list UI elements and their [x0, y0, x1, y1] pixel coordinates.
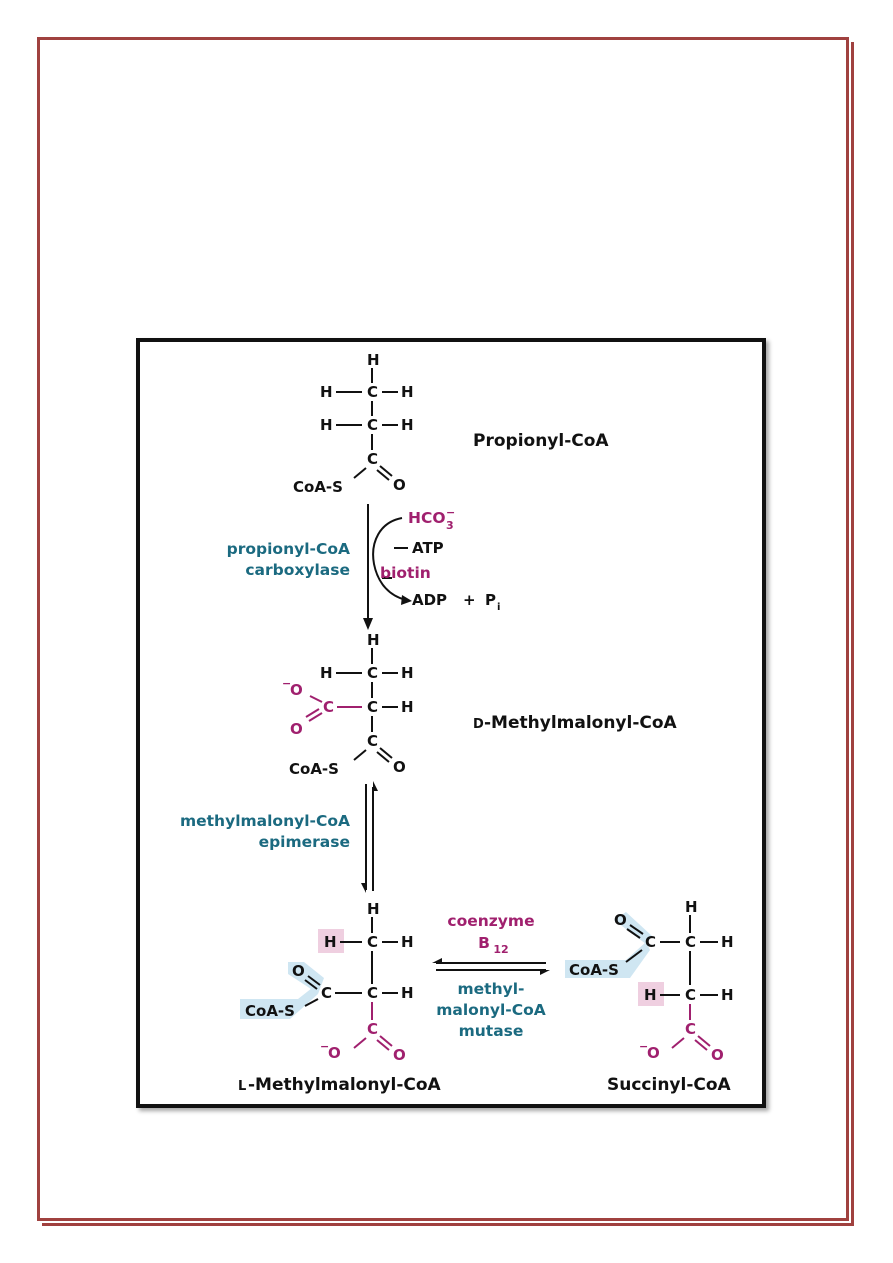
atom-c: C [367, 383, 378, 401]
atom-o: O [393, 758, 406, 776]
minus-charge: − [282, 677, 291, 690]
atom-h: H [401, 984, 414, 1002]
atom-c: C [367, 698, 378, 716]
atom-o: O [614, 911, 627, 929]
atom-c: C [367, 984, 378, 1002]
atom-c-carboxyl: C [367, 1020, 378, 1038]
atom-c: C [685, 933, 696, 951]
coa-s-label: CoA-S [569, 961, 619, 979]
b12-label: B [478, 934, 490, 952]
minus-charge: − [320, 1040, 329, 1053]
atom-h: H [401, 698, 414, 716]
phosphate-subscript: i [497, 602, 500, 613]
epimerase-arrow [361, 781, 378, 893]
plus-sign: + [463, 591, 476, 609]
page-border [37, 37, 854, 1226]
atom-c: C [645, 933, 656, 951]
d-prefix: D [473, 717, 484, 732]
coenzyme-label: coenzyme [447, 912, 534, 930]
atom-h: H [320, 416, 333, 434]
propionyl-coa-carboxylase-label-2: carboxylase [245, 561, 350, 579]
atom-h: H [367, 351, 380, 369]
atom-c: C [367, 732, 378, 750]
minus-charge: − [639, 1040, 648, 1053]
atom-h: H [685, 898, 698, 916]
biotin-label: biotin [380, 564, 431, 582]
propionyl-coa-structure: H H C H H C H C CoA-S O [293, 351, 414, 496]
mutase-label-3: mutase [459, 1022, 524, 1040]
atom-o-carboxylate: O [290, 681, 303, 699]
coa-s-label: CoA-S [293, 478, 343, 496]
carboxylation-arrow [363, 504, 412, 630]
pathway-figure: H H C H H C H C CoA-S O Propionyl-CoA pr… [136, 338, 766, 1108]
mutase-arrow [432, 958, 550, 975]
mutase-label-2: malonyl-CoA [436, 1001, 545, 1019]
atom-o-carboxylate: O [647, 1044, 660, 1062]
phosphate-label: P [485, 591, 496, 609]
epimerase-label: methylmalonyl-CoA [180, 812, 350, 830]
atom-o-carboxylate: O [328, 1044, 341, 1062]
atom-h: H [401, 933, 414, 951]
atom-o: O [292, 962, 305, 980]
l-prefix: L [238, 1079, 246, 1094]
bicarbonate-subscript: 3 [446, 519, 454, 532]
atom-h: H [721, 933, 734, 951]
coa-s-label: CoA-S [245, 1002, 295, 1020]
bicarbonate-label: HCO [408, 509, 446, 527]
succinyl-coa-structure: H C C H O CoA-S H C H C − O O [565, 898, 734, 1064]
atom-h: H [367, 900, 380, 918]
atom-h: H [401, 664, 414, 682]
atom-c: C [367, 933, 378, 951]
epimerase-label-2: epimerase [259, 833, 350, 851]
atom-c: C [367, 450, 378, 468]
mutase-label: methyl- [458, 980, 525, 998]
b12-subscript: 12 [493, 943, 508, 956]
pathway-diagram: H H C H H C H C CoA-S O Propionyl-CoA pr… [180, 351, 734, 1095]
atom-c: C [367, 416, 378, 434]
atom-h-highlighted: H [324, 933, 337, 951]
succinyl-coa-label: Succinyl-CoA [607, 1075, 732, 1095]
d-methylmalonyl-coa-structure: H H C H C H C − O O C CoA-S O [282, 631, 414, 778]
atom-c: C [321, 984, 332, 1002]
propionyl-coa-label: Propionyl-CoA [473, 431, 609, 451]
atom-c: C [367, 664, 378, 682]
l-methylmalonyl-coa-structure: H H C H C H C O CoA-S C − O O [240, 900, 414, 1064]
atp-label: ATP [412, 539, 444, 557]
bicarbonate-superscript: − [446, 506, 455, 519]
atom-c: C [685, 986, 696, 1004]
adp-label: ADP [412, 591, 447, 609]
atom-c-carboxyl: C [685, 1020, 696, 1038]
coa-s-label: CoA-S [289, 760, 339, 778]
d-methylmalonyl-coa-label: -Methylmalonyl-CoA [484, 713, 678, 733]
atom-h: H [401, 383, 414, 401]
atom-o-carbonyl: O [393, 1046, 406, 1064]
l-methylmalonyl-coa-label: -Methylmalonyl-CoA [248, 1075, 442, 1095]
atom-h: H [367, 631, 380, 649]
atom-o-carbonyl: O [290, 720, 303, 738]
atom-h-highlighted: H [644, 986, 657, 1004]
atom-h: H [401, 416, 414, 434]
atom-o: O [393, 476, 406, 494]
atom-o-carbonyl: O [711, 1046, 724, 1064]
atom-h: H [320, 664, 333, 682]
atom-h: H [721, 986, 734, 1004]
atom-h: H [320, 383, 333, 401]
propionyl-coa-carboxylase-label: propionyl-CoA [227, 540, 350, 558]
atom-c-carboxyl: C [323, 698, 334, 716]
